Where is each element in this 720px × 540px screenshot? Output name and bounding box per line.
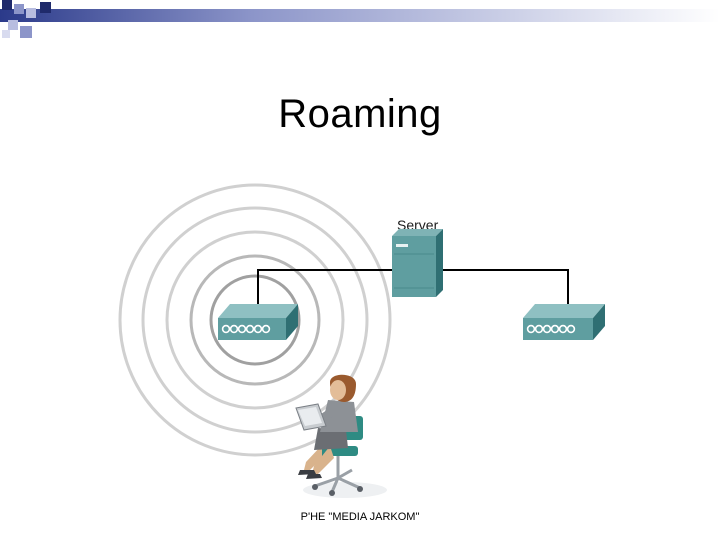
access-point-left: [218, 304, 298, 340]
mobile-user: [295, 374, 387, 498]
access-point-icon: [523, 304, 605, 340]
slide-footer: P'HE "MEDIA JARKOM": [300, 511, 420, 523]
access-point-icon: [218, 304, 298, 340]
wifi-coverage-rings: [118, 183, 392, 457]
header-squares: [2, 0, 51, 38]
access-point-right: [523, 304, 605, 340]
person-with-laptop-icon: [295, 374, 387, 498]
header-gradient-bar: [0, 9, 720, 22]
slide-title: Roaming: [278, 92, 442, 136]
server-icon: [392, 229, 443, 297]
server-node: Server: [392, 217, 443, 297]
header-decoration: [0, 0, 720, 38]
